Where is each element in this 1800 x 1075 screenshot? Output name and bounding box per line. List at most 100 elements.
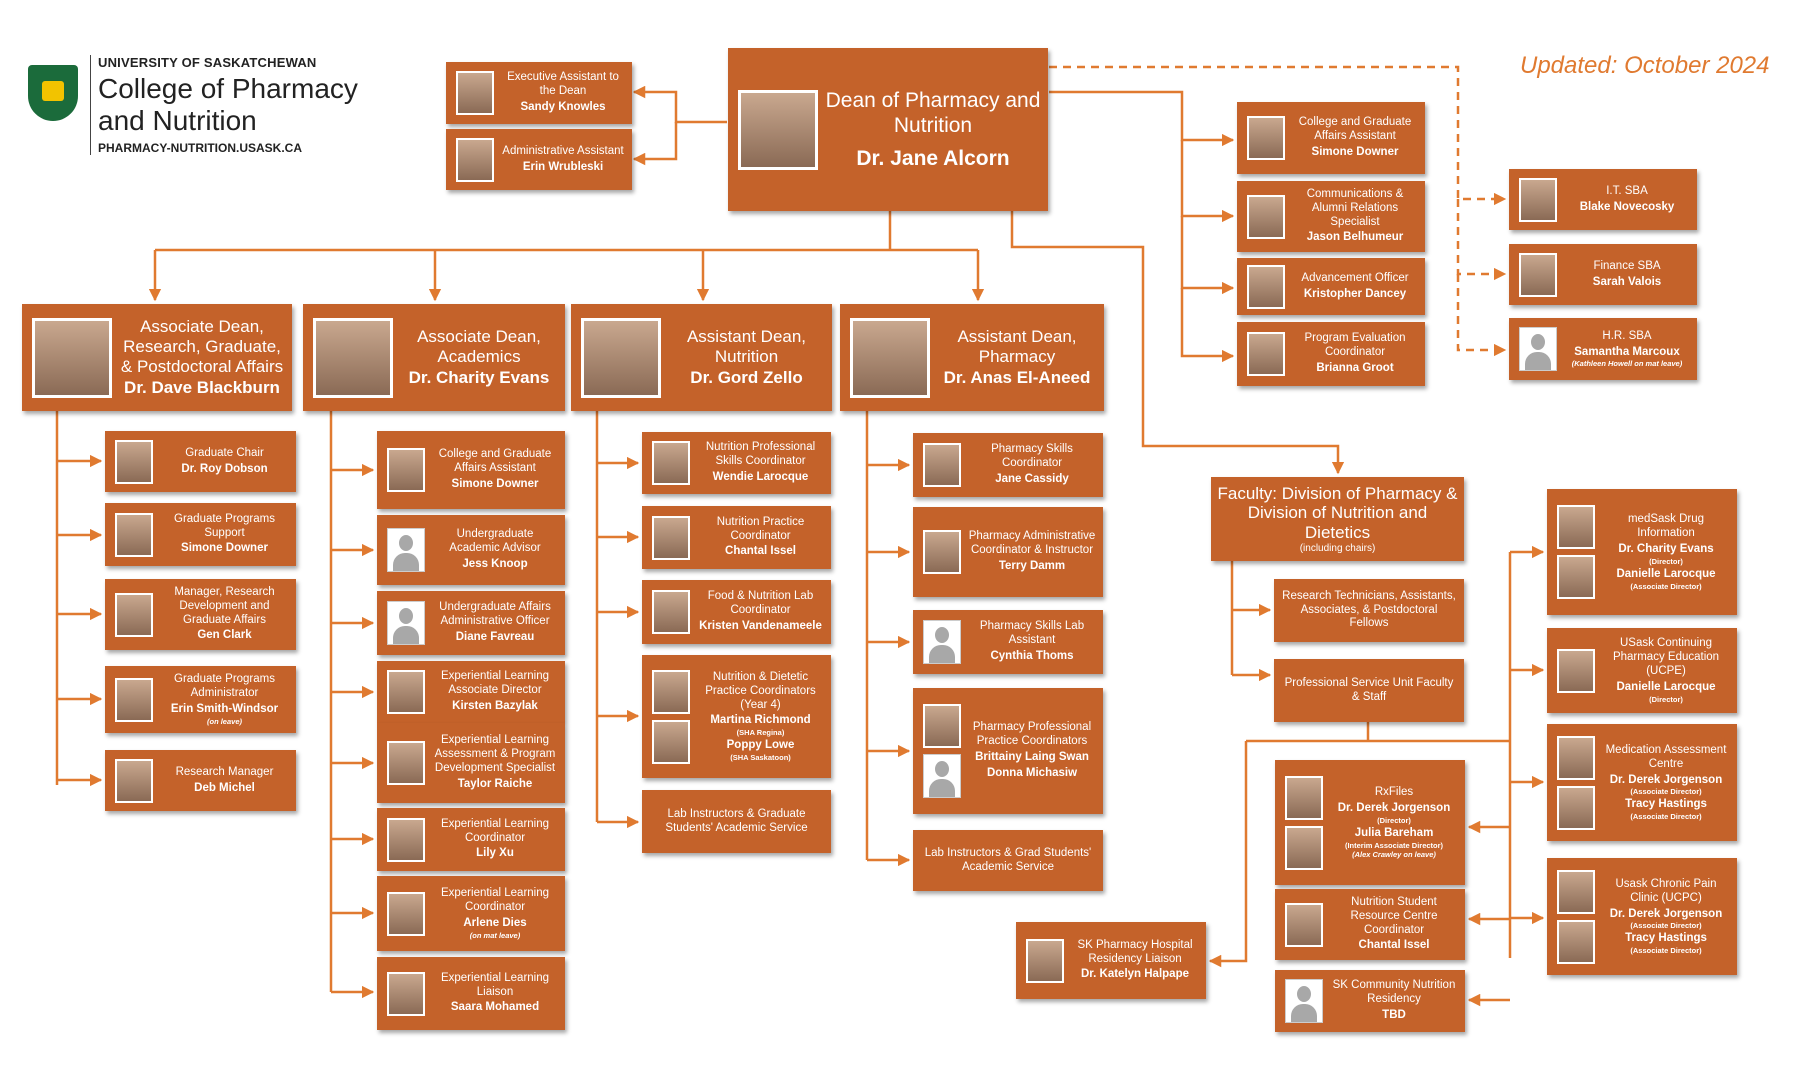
university-name: UNIVERSITY OF SASKATCHEWAN bbox=[98, 55, 317, 70]
person-name: Kirsten Bazylak bbox=[452, 699, 538, 712]
logo-divider bbox=[90, 55, 91, 155]
person-name: Erin Smith-Windsor bbox=[170, 702, 279, 715]
person-role-tag: (Associate Director) bbox=[1630, 787, 1702, 797]
role-title: Pharmacy Administrative Coordinator & In… bbox=[968, 530, 1096, 557]
dashed-connector-line bbox=[1456, 274, 1507, 357]
photo-stack bbox=[1557, 505, 1595, 599]
role-title: Experiential Learning Associate Director bbox=[440, 670, 550, 697]
staff-photo bbox=[1557, 735, 1595, 780]
placeholder-avatar-icon bbox=[923, 620, 961, 664]
university-logo: UNIVERSITY OF SASKATCHEWAN College of Ph… bbox=[28, 55, 408, 165]
staff-photo bbox=[456, 137, 494, 182]
box-text: Pharmacy Professional Practice Coordinat… bbox=[961, 721, 1103, 780]
person-name: Dr. Anas El-Aneed bbox=[943, 368, 1091, 388]
role-title: Administrative Assistant bbox=[502, 144, 624, 157]
staff-photo bbox=[1557, 919, 1595, 964]
photo-stack bbox=[387, 817, 425, 862]
staff-photo bbox=[923, 530, 961, 574]
box-text: Communications & Alumni Relations Specia… bbox=[1285, 188, 1425, 245]
person-name: Lily Xu bbox=[476, 847, 514, 860]
person-name: Sandy Knowles bbox=[520, 100, 606, 113]
box-text: Experiential Learning Assessment & Progr… bbox=[425, 734, 565, 791]
photo-stack bbox=[1519, 327, 1557, 371]
person-role-tag-2: (Associate Director) bbox=[1630, 581, 1702, 591]
staff-photo bbox=[923, 704, 961, 748]
staff-photo bbox=[313, 317, 393, 398]
person-name-2: Donna Michasiw bbox=[986, 766, 1078, 779]
updated-date: Updated: October 2024 bbox=[1520, 52, 1770, 79]
role-title: Medication Assessment Centre bbox=[1605, 743, 1727, 770]
staff-photo bbox=[1247, 194, 1285, 239]
role-title: College and Graduate Affairs Assistant bbox=[438, 448, 552, 475]
staff-photo bbox=[387, 670, 425, 714]
person-name-2: Danielle Larocque bbox=[1616, 567, 1716, 580]
website-url: PHARMACY-NUTRITION.USASK.CA bbox=[98, 141, 302, 155]
staff-photo bbox=[32, 317, 112, 398]
photo-stack bbox=[387, 448, 425, 492]
person-name: Dr. Derek Jorgenson bbox=[1609, 773, 1723, 786]
org-box-a3: Undergraduate Affairs Administrative Off… bbox=[377, 591, 565, 655]
person-name: Erin Wrubleski bbox=[522, 160, 604, 173]
role-title: Dean of Pharmacy and Nutrition bbox=[825, 88, 1041, 137]
person-name: Dr. Dave Blackburn bbox=[124, 378, 280, 398]
box-text: Faculty: Division of Pharmacy & Division… bbox=[1211, 484, 1464, 554]
person-name: Jess Knoop bbox=[462, 557, 528, 570]
dashed-connector-line bbox=[1049, 65, 1507, 206]
person-name: Dr. Charity Evans bbox=[1618, 543, 1714, 555]
role-title: RxFiles bbox=[1374, 786, 1414, 799]
photo-stack bbox=[923, 530, 961, 574]
staff-photo bbox=[1519, 177, 1557, 222]
role-title: College and Graduate Affairs Assistant bbox=[1298, 116, 1412, 143]
photo-stack bbox=[387, 670, 425, 714]
photo-stack bbox=[115, 758, 153, 803]
role-title: USask Continuing Pharmacy Education (UCP… bbox=[1612, 637, 1720, 677]
photo-stack bbox=[652, 515, 690, 560]
box-text: Undergraduate Affairs Administrative Off… bbox=[425, 601, 565, 644]
role-title: Assistant Dean, Nutrition bbox=[686, 327, 807, 366]
photo-stack bbox=[456, 137, 494, 182]
role-title: Nutrition Student Resource Centre Coordi… bbox=[1350, 895, 1438, 936]
staff-photo bbox=[1519, 252, 1557, 297]
person-name: Danielle Larocque bbox=[1616, 680, 1716, 693]
staff-photo bbox=[1285, 775, 1323, 820]
role-title: Pharmacy Skills Coordinator bbox=[991, 443, 1073, 470]
role-title: I.T. SBA bbox=[1606, 184, 1648, 197]
staff-photo bbox=[652, 590, 690, 634]
connector-line bbox=[1180, 140, 1235, 223]
leave-note: (Alex Crawley on leave) bbox=[1352, 849, 1436, 859]
connector-line bbox=[1180, 288, 1235, 363]
person-name: TBD bbox=[1382, 1008, 1406, 1021]
person-role-tag-2: (Associate Director) bbox=[1630, 946, 1702, 956]
person-role-tag: (SHA Regina) bbox=[736, 728, 785, 738]
photo-stack bbox=[1557, 648, 1595, 693]
person-name: Chantal Issel bbox=[1358, 939, 1430, 952]
role-title: Experiential Learning Coordinator bbox=[440, 887, 550, 914]
person-name: Deb Michel bbox=[194, 781, 255, 794]
staff-photo bbox=[115, 592, 153, 637]
staff-photo bbox=[1557, 785, 1595, 830]
person-role-tag: (Director) bbox=[1649, 556, 1683, 566]
person-name: Dr. Derek Jorgenson bbox=[1337, 802, 1451, 815]
role-title: Advancement Officer bbox=[1301, 271, 1409, 284]
role-title: Experiential Learning Liaison bbox=[440, 971, 550, 998]
box-text: Nutrition Student Resource Centre Coordi… bbox=[1323, 896, 1465, 953]
photo-stack bbox=[1519, 252, 1557, 297]
person-name: Brianna Groot bbox=[1316, 361, 1394, 374]
